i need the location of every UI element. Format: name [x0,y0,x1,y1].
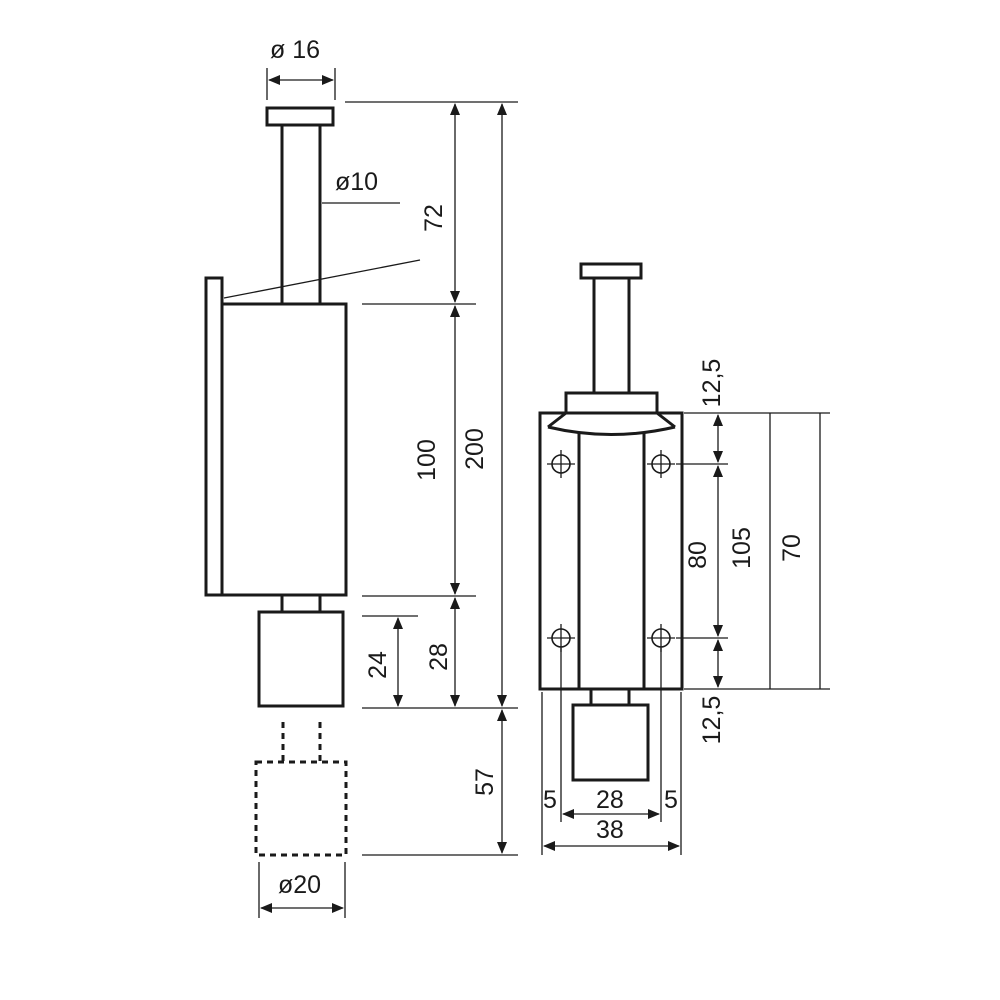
foot-neck [280,593,322,614]
side-view: ø 16 ø10 72 100 28 24 200 57 [204,36,518,918]
dim-foot-length: 28 [425,643,453,671]
dim-edge-right: 5 [664,786,678,814]
dim-foot-diameter: ø20 [278,871,321,899]
dim-plate-leader [223,259,421,299]
dim-body-length: 100 [413,439,441,481]
front-bolt-head [579,262,643,280]
dim-overall-length: 200 [461,428,489,470]
screw-hole-top-left [547,450,575,478]
dim-center-width: 28 [596,786,624,814]
dim-pin-length: 72 [420,204,448,232]
extended-foot-position [254,760,348,857]
dim-pin-diameter: ø10 [335,168,378,196]
dim-edge-left: 5 [543,786,557,814]
front-collar [564,391,659,415]
dim-head-diameter: ø 16 [270,36,320,64]
dim-inner-length: 105 [728,527,756,569]
screw-hole-top-right [647,450,675,478]
dim-plate-width: 38 [596,816,624,844]
bolt-head [265,106,335,127]
housing-body [220,302,348,597]
dim-stroke: 57 [471,768,499,796]
dim-bottom-margin: 12,5 [698,696,726,745]
dim-hole-spacing: 80 [684,541,712,569]
front-rubber-foot [571,703,650,782]
mounting-plate [204,276,224,597]
front-view: 12,5 80 12,5 105 70 5 28 5 38 [538,262,830,855]
front-collar-curve [547,411,676,436]
rubber-foot [257,610,345,708]
front-foot-neck [589,687,631,707]
dim-top-margin: 12,5 [698,359,726,408]
screw-hole-bottom-right [647,624,675,652]
dim-foot-height: 24 [364,651,392,679]
dim-plate-length: 70 [778,534,806,562]
screw-hole-bottom-left [547,624,575,652]
